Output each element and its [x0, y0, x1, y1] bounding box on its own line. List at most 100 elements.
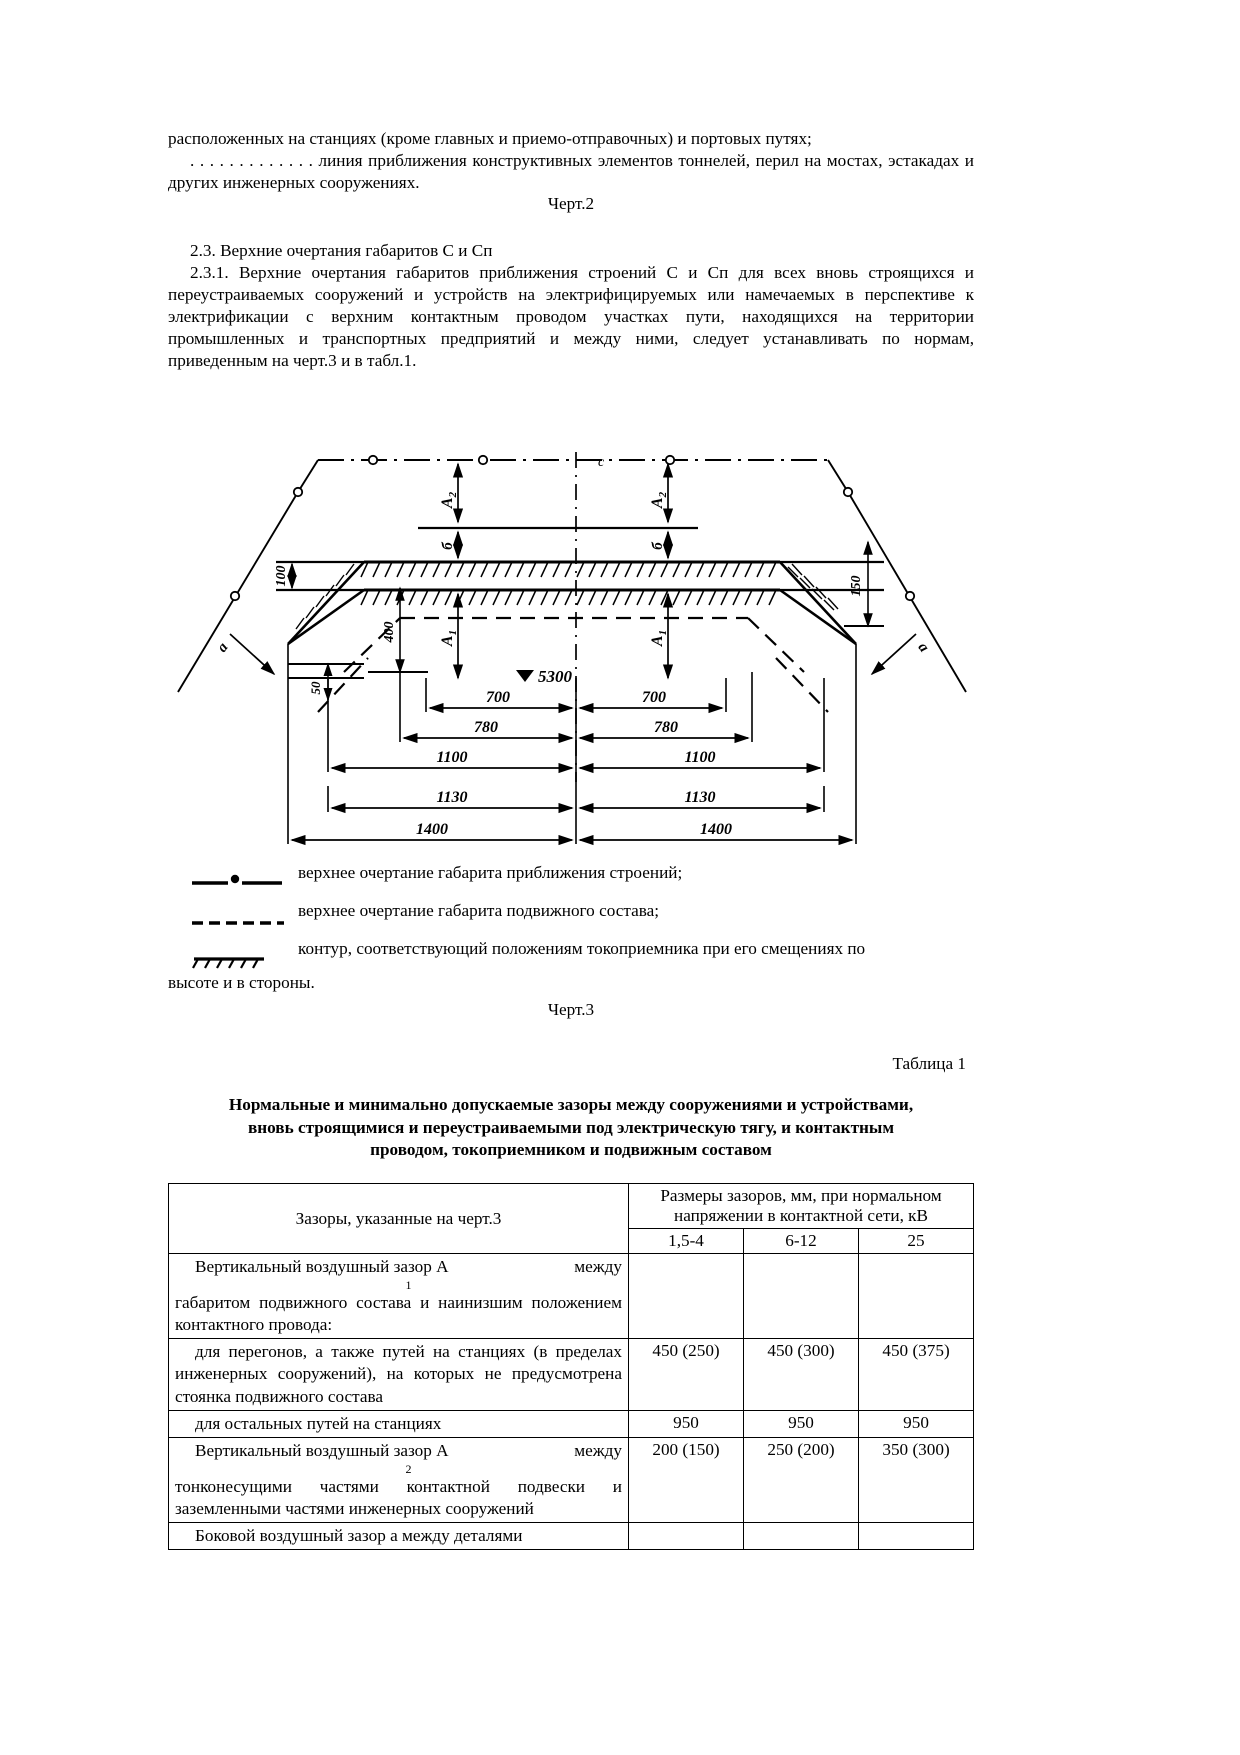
label-400: 400: [382, 622, 397, 644]
row-4-val-0: [628, 1521, 744, 1550]
dim-400: [368, 586, 428, 674]
row-0-desc-main: Вертикальный воздушный зазор A: [195, 1257, 449, 1277]
label-50: 50: [308, 681, 323, 695]
row-4-val-2: [857, 1521, 975, 1550]
table-row: для остальных путей на станциях 950 950 …: [168, 1409, 975, 1438]
label-150: 150: [849, 576, 864, 597]
table-number-label: Таблица 1: [892, 1054, 966, 1074]
solid-line-with-circle-icon: [192, 874, 282, 885]
header-voltage-1: 1,5-4: [628, 1228, 744, 1255]
label-700-right: 700: [642, 689, 666, 706]
label-A1-right: A1: [649, 630, 669, 647]
extension-lines: [287, 644, 857, 787]
row-1-val-2: 450 (375): [857, 1338, 975, 1411]
row-1-val-0: 450 (250): [628, 1338, 744, 1411]
row-0-val-2: [857, 1253, 975, 1340]
section-heading-2-3: 2.3. Верхние очертания габаритов С и Сп: [190, 241, 493, 261]
table-row: Вертикальный воздушный зазор A между 2 т…: [168, 1436, 975, 1523]
row-3-val-1: 250 (200): [743, 1436, 859, 1523]
label-A2-right: A2: [649, 492, 669, 510]
header-voltage-2: 6-12: [743, 1228, 859, 1255]
legend-item-1-label: верхнее очертание габарита подвижного со…: [298, 901, 659, 921]
pantograph-upper-band: [360, 560, 780, 606]
label-A1-left: A1: [439, 630, 459, 647]
pantograph-left-slope: [287, 561, 365, 646]
row-3-desc-main: Вертикальный воздушный зазор A: [195, 1440, 449, 1460]
label-780-left: 780: [474, 719, 498, 736]
table-row: Боковой воздушный зазор a между деталями: [168, 1521, 975, 1550]
label-100: 100: [274, 566, 289, 587]
label-1130-left: 1130: [436, 789, 467, 806]
dim-150: [844, 540, 884, 628]
row-3-desc-cont: тонконесущими частями контактной подвеск…: [175, 1476, 622, 1518]
figure-legend: верхнее очертание габарита приближения с…: [168, 862, 974, 994]
row-4-desc: Боковой воздушный зазор a между деталями: [168, 1521, 629, 1550]
row-2-desc: для остальных путей на станциях: [168, 1409, 629, 1438]
label-1130-right: 1130: [684, 789, 715, 806]
label-b-left: б: [440, 542, 456, 550]
header-voltage-group: Размеры зазоров, мм, при нормальном напр…: [627, 1183, 975, 1230]
row-2-val-0: 950: [628, 1409, 744, 1438]
table-header-row-2: 1,5-4 6-12 25: [169, 1228, 975, 1255]
row-3-val-2: 350 (300): [857, 1436, 975, 1523]
header-clearances-col: Зазоры, указанные на черт.3: [168, 1183, 629, 1255]
elevation-marker: [516, 670, 534, 683]
label-1400-right: 1400: [700, 821, 732, 838]
row-0-desc-sub: 1: [405, 1278, 412, 1293]
row-0-desc: Вертикальный воздушный зазор A между 1 г…: [168, 1253, 629, 1340]
legend-item-0: верхнее очертание габарита приближения с…: [168, 862, 974, 900]
row-3-desc: Вертикальный воздушный зазор A между 2 т…: [168, 1436, 629, 1523]
figure3-caption: Черт.3: [547, 1000, 595, 1020]
row-3-desc-prefix: между: [574, 1440, 622, 1460]
row-0-val-0: [628, 1253, 744, 1340]
label-700-left: 700: [486, 689, 510, 706]
row-0-desc-cont: габаритом подвижного состава и наинизшим…: [175, 1293, 622, 1335]
label-5300: 5300: [538, 667, 573, 686]
gabarit-bottom-dims: 1130 1130 1400 1400: [287, 786, 857, 846]
row-1-desc-main: для перегонов, а также путей на станциях…: [175, 1342, 622, 1406]
row-4-val-1: [743, 1521, 859, 1550]
label-780-right: 780: [654, 719, 678, 736]
row-3-val-0: 200 (150): [628, 1436, 744, 1523]
leader-a-right: [870, 633, 917, 676]
table-row: Вертикальный воздушный зазор A между 1 г…: [168, 1253, 975, 1340]
clearances-table: Зазоры, указанные на черт.3 Размеры зазо…: [168, 1183, 975, 1550]
legend-item-1: верхнее очертание габарита подвижного со…: [168, 900, 974, 938]
section-body-2-3-1: 2.3.1. Верхние очертания габаритов прибл…: [168, 263, 974, 371]
label-A2-left: A2: [439, 492, 459, 510]
reference-rules: [276, 527, 884, 592]
envelope-nodes: [229, 455, 916, 602]
dashed-line-icon: [192, 921, 284, 925]
table-header-row-1: Зазоры, указанные на черт.3 Размеры зазо…: [168, 1183, 975, 1255]
table-row: для перегонов, а также путей на станциях…: [168, 1338, 975, 1411]
paragraph-ports: расположенных на станциях (кроме главных…: [168, 129, 812, 148]
label-1100-left: 1100: [436, 749, 467, 766]
figure-3-drawing: A2 б A1 A2 б A1: [168, 382, 974, 856]
row-0-desc-prefix: между: [574, 1257, 622, 1277]
row-3-desc-sub: 2: [405, 1461, 412, 1476]
bottom-extension-lines: [287, 786, 857, 845]
label-a-left: a: [214, 639, 232, 655]
paragraph-tunnels: . . . . . . . . . . . . . линия приближе…: [168, 151, 974, 193]
page-content: расположенных на станциях (кроме главных…: [168, 128, 975, 1550]
label-1400-left: 1400: [416, 821, 448, 838]
row-1-desc: для перегонов, а также путей на станциях…: [168, 1338, 629, 1411]
legend-item-2-label: контур, соответствующий положениям токоп…: [298, 939, 866, 959]
gabarit-diagram-svg: A2 б A1 A2 б A1: [177, 452, 967, 787]
row-2-desc-main: для остальных путей на станциях: [195, 1413, 442, 1433]
figure2-caption: Черт.2: [547, 194, 595, 214]
table-title: Нормальные и минимально допускаемые зазо…: [228, 1095, 914, 1159]
label-a-right: a: [915, 640, 933, 656]
legend-tail-text: высоте и в стороны.: [168, 973, 315, 993]
row-1-val-1: 450 (300): [743, 1338, 859, 1411]
legend-item-2: контур, соответствующий положениям токоп…: [168, 938, 974, 976]
header-voltage-3: 25: [857, 1228, 975, 1255]
row-2-val-2: 950: [857, 1409, 975, 1438]
label-1100-right: 1100: [684, 749, 715, 766]
label-c-top: c: [598, 455, 605, 470]
label-b-right: б: [650, 542, 666, 550]
row-4-desc-main: Боковой воздушный зазор a между деталями: [195, 1525, 523, 1545]
legend-item-0-label: верхнее очертание габарита приближения с…: [298, 863, 683, 883]
leader-a-left: [229, 633, 276, 676]
